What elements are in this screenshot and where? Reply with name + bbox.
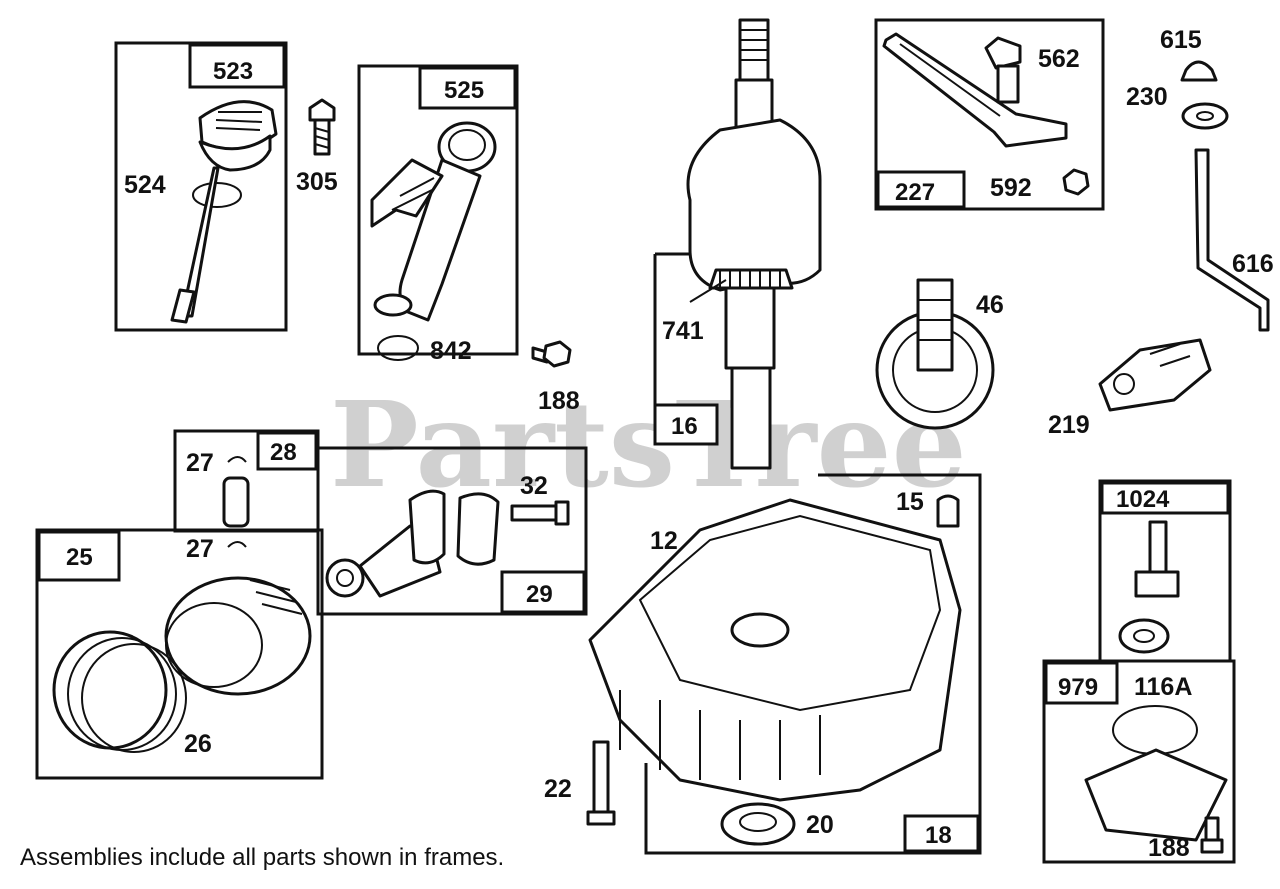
- callout-22: 22: [544, 775, 572, 803]
- callout-616: 616: [1232, 250, 1274, 278]
- bolt-188-lower-part[interactable]: [1200, 816, 1224, 854]
- nut-592-part[interactable]: [1062, 168, 1090, 196]
- oil-pump-part[interactable]: [1118, 520, 1180, 654]
- callout-116a: 116A: [1134, 673, 1192, 701]
- governor-shaft-616-part[interactable]: [1194, 148, 1270, 332]
- callout-188-lower: 188: [1148, 834, 1190, 862]
- callout-230: 230: [1126, 83, 1168, 111]
- frame-525: 525: [357, 64, 519, 356]
- oring-116a-part[interactable]: [1112, 705, 1198, 755]
- callout-20: 20: [806, 811, 834, 839]
- callout-219: 219: [1048, 411, 1090, 439]
- cam-gear-46-part[interactable]: [875, 278, 995, 430]
- callout-188-upper: 188: [538, 387, 580, 415]
- callout-562: 562: [1038, 45, 1080, 73]
- seal-20-part[interactable]: [720, 802, 796, 846]
- bolt-22-part[interactable]: [586, 740, 616, 826]
- callout-524: 524: [124, 171, 166, 199]
- callout-842: 842: [430, 337, 472, 365]
- gasket-842-part[interactable]: [377, 335, 419, 361]
- callout-46: 46: [976, 291, 1004, 319]
- callout-15: 15: [896, 488, 924, 516]
- callout-525: 525: [444, 77, 484, 104]
- callout-305: 305: [296, 168, 338, 196]
- frame-25: 25: [35, 528, 324, 780]
- callout-29: 29: [526, 581, 553, 608]
- callout-28: 28: [270, 439, 297, 466]
- oil-fill-tube-part[interactable]: [370, 121, 497, 322]
- bolt-305-part[interactable]: [308, 98, 336, 156]
- washer-230-part[interactable]: [1181, 102, 1229, 130]
- piston-rings-part[interactable]: [52, 630, 187, 753]
- callout-592: 592: [990, 174, 1032, 202]
- callout-1024: 1024: [1116, 486, 1170, 513]
- connecting-rod-part[interactable]: [325, 489, 500, 598]
- crankcase-part[interactable]: [588, 498, 962, 802]
- footer-note: Assemblies include all parts shown in fr…: [20, 844, 504, 871]
- callout-16: 16: [671, 413, 698, 440]
- frame-523: 523: [114, 41, 288, 332]
- frame-227: 227: [874, 18, 1105, 211]
- crankshaft-part[interactable]: [686, 18, 822, 470]
- clip-27-upper-part[interactable]: [227, 456, 247, 463]
- dipstick-part[interactable]: [170, 100, 278, 324]
- callout-615: 615: [1160, 26, 1202, 54]
- frame-16: 16: [653, 252, 719, 446]
- callout-979: 979: [1058, 674, 1098, 701]
- callout-27-lower: 27: [186, 535, 214, 563]
- callout-26: 26: [184, 730, 212, 758]
- cover-979-part[interactable]: [1084, 748, 1228, 842]
- bolt-188-part[interactable]: [531, 340, 572, 368]
- frame-18: 18: [644, 473, 982, 855]
- frame-979: 979: [1042, 659, 1236, 864]
- governor-lever-part[interactable]: [882, 32, 1068, 148]
- seal-615-part[interactable]: [1180, 60, 1218, 82]
- clip-27-lower-part[interactable]: [227, 541, 247, 548]
- callout-25: 25: [66, 544, 93, 571]
- piston-pin-part[interactable]: [222, 476, 250, 528]
- bolt-32-part[interactable]: [510, 500, 570, 526]
- callout-27-upper: 27: [186, 449, 214, 477]
- leader-741: [689, 279, 727, 303]
- callout-12: 12: [650, 527, 678, 555]
- plug-15-part[interactable]: [936, 494, 960, 528]
- callout-32: 32: [520, 472, 548, 500]
- callout-18: 18: [925, 822, 952, 849]
- piston-part[interactable]: [164, 576, 312, 696]
- callout-741: 741: [662, 317, 704, 345]
- governor-219-part[interactable]: [1098, 338, 1212, 412]
- callout-227: 227: [895, 179, 935, 206]
- bolt-562-part[interactable]: [984, 36, 1022, 104]
- callout-523: 523: [213, 58, 253, 85]
